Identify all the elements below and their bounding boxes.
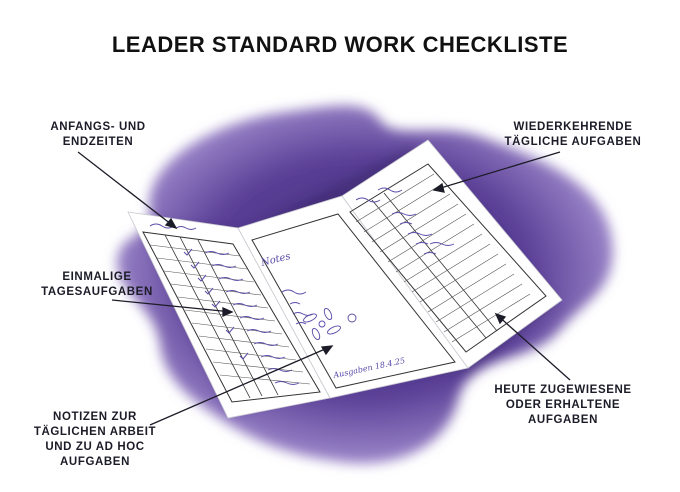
callout-notes: NOTIZEN ZUR TÄGLICHEN ARBEIT UND ZU AD H… bbox=[33, 411, 157, 468]
callout-assigned-tasks: HEUTE ZUGEWIESENE ODER ERHALTENE AUFGABE… bbox=[494, 384, 632, 426]
callout-start-end-times: ANFANGS- UND ENDZEITEN bbox=[50, 121, 146, 148]
callout-recurring-tasks: WIEDERKEHRENDE TÄGLICHE AUFGABEN bbox=[504, 121, 642, 148]
left-panel bbox=[127, 211, 331, 419]
callout-arrows bbox=[77, 151, 571, 426]
right-panel bbox=[341, 139, 563, 369]
callout-one-time-tasks: EINMALIGE TAGESAUFGABEN bbox=[41, 271, 153, 298]
middle-panel: Notes Ausgaben 18.4.25 bbox=[237, 195, 469, 399]
page-title: LEADER STANDARD WORK CHECKLISTE bbox=[111, 32, 569, 57]
